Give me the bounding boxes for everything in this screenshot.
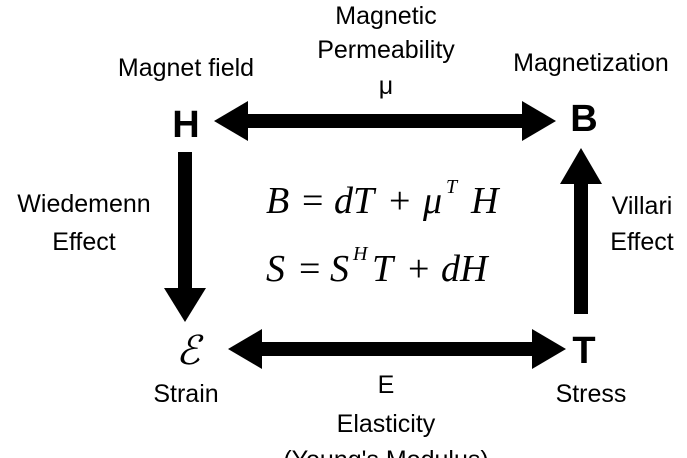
- eq2-s: S: [330, 248, 349, 290]
- permeability-double-arrow: [214, 101, 556, 141]
- eq1-h: H: [470, 180, 501, 222]
- left-edge-line-1: Wiedemenn: [17, 190, 150, 218]
- bottom-edge-line-2: Elasticity: [337, 410, 436, 438]
- eq2-plus: +: [408, 248, 429, 290]
- right-edge-line-2: Effect: [610, 228, 674, 256]
- top-edge-label: Magnetic Permeability μ: [317, 2, 455, 100]
- top-edge-line-3: μ: [379, 72, 393, 100]
- eq1-mu: μ: [422, 180, 442, 222]
- node-strain-label: Strain: [153, 380, 218, 408]
- equation-2: S = S H T + dH: [266, 243, 490, 290]
- bottom-edge-line-3: (Young's Modulus): [283, 446, 488, 458]
- node-b-symbol: B: [570, 98, 597, 140]
- right-edge-label: Villari Effect: [610, 192, 674, 256]
- eq1-mu-superscript: T: [446, 176, 459, 198]
- eq1-term-1: dT: [334, 180, 377, 222]
- node-b-label: Magnetization: [513, 49, 669, 77]
- equation-1: B = dT + μ T H: [266, 176, 501, 222]
- node-h-symbol: H: [172, 104, 199, 146]
- eq2-t: T: [372, 248, 396, 290]
- right-edge-line-1: Villari: [612, 192, 673, 220]
- bottom-edge-label: E Elasticity (Young's Modulus): [283, 371, 488, 458]
- eq2-term-2: dH: [441, 248, 490, 290]
- wiedemann-arrow: [164, 152, 206, 322]
- bottom-edge-line-1: E: [378, 371, 395, 399]
- eq1-plus: +: [389, 180, 410, 222]
- node-h-label: Magnet field: [118, 54, 254, 82]
- eq2-lhs: S: [266, 248, 285, 290]
- eq1-equals: =: [302, 180, 323, 222]
- eq2-equals: =: [299, 248, 320, 290]
- eq2-s-superscript: H: [352, 243, 369, 265]
- villari-arrow: [560, 148, 602, 314]
- left-edge-line-2: Effect: [52, 228, 116, 256]
- node-strain-symbol: ℰ: [176, 328, 204, 373]
- node-t-label: Stress: [556, 380, 627, 408]
- elasticity-double-arrow: [228, 329, 566, 369]
- eq1-lhs: B: [266, 180, 289, 222]
- left-edge-label: Wiedemenn Effect: [17, 190, 150, 256]
- node-t-symbol: T: [572, 330, 595, 372]
- top-edge-line-1: Magnetic: [335, 2, 436, 30]
- top-edge-line-2: Permeability: [317, 36, 455, 64]
